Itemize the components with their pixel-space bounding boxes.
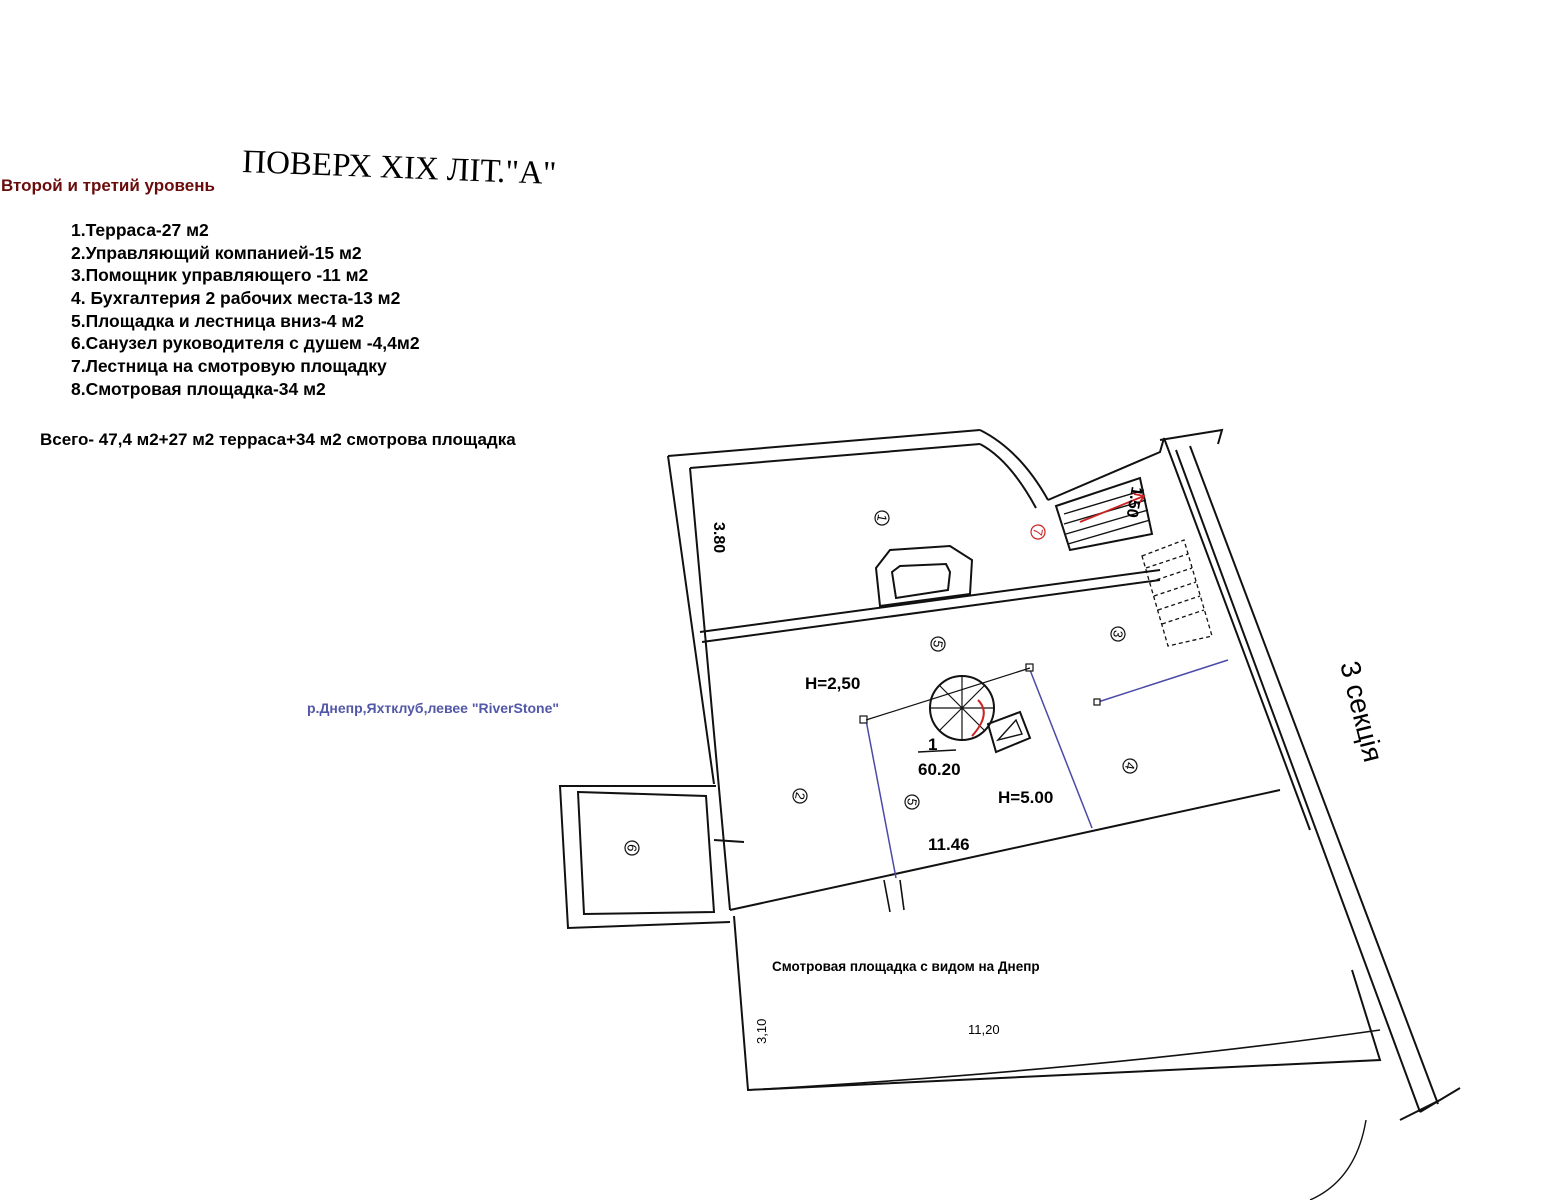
height-high-label: H=5.00: [998, 788, 1053, 807]
room-length-label: 11.46: [928, 835, 970, 854]
dim-line-left: [865, 719, 897, 879]
plan-curved-wall: [979, 429, 1049, 509]
legend-item: 6.Санузел руководителя с душем -4,4м2: [71, 333, 420, 354]
height-low-label: H=2,50: [805, 674, 860, 693]
plan-terrace-railing: [699, 569, 1161, 643]
page-subtitle: Второй и третий уровень: [1, 176, 215, 195]
room-marker-5b: 5: [904, 797, 920, 807]
plan-observation-platform: [733, 915, 1382, 1092]
stair-mark-label: 60.20: [918, 760, 961, 779]
room-marker-2: 2: [792, 791, 808, 801]
terrace-depth-label: 3.80: [710, 522, 727, 553]
observation-label: Смотровая площадка с видом на Днепр: [772, 959, 1040, 974]
stair-arrow: [1079, 493, 1146, 523]
location-note: р.Днепр,Яхтклуб,левее "RiverStone": [307, 700, 560, 716]
room-marker-5a: 5: [930, 639, 946, 649]
plan-wall-left: [667, 455, 731, 911]
spiral-stair: [917, 675, 1032, 754]
legend-item: 2.Управляющий компанией-15 м2: [71, 242, 362, 263]
plan-wall-interior: [558, 785, 1281, 930]
room-marker-1: 1: [874, 513, 890, 523]
plan-stair-upper: [1054, 476, 1154, 552]
legend-item: 5.Площадка и лестница вниз-4 м2: [71, 310, 365, 331]
total-area: Всего- 47,4 м2+27 м2 терраса+34 м2 смотр…: [40, 430, 516, 449]
section-label: 3 секція: [1334, 658, 1389, 765]
room-marker-6: 6: [624, 843, 640, 853]
plan-wall-top-left: [667, 429, 981, 469]
room-marker-3: 3: [1110, 629, 1126, 639]
platform-length-label: 11,20: [968, 1022, 1000, 1037]
plan-stair-hatched: [1141, 539, 1213, 647]
stair-width-label: 1.50: [1123, 485, 1145, 519]
dim-line-right: [1029, 669, 1093, 829]
room-marker-4: 4: [1122, 761, 1138, 771]
stair-number-label: 1: [928, 735, 937, 754]
plan-wall-right: [1159, 428, 1439, 1113]
legend-item: 3.Помощник управляющего -11 м2: [71, 265, 369, 286]
legend-item: 4. Бухгалтерия 2 рабочих места-13 м2: [71, 288, 401, 309]
legend-item: 8.Смотровая площадка-34 м2: [71, 378, 326, 399]
plan-wall-top-right: [1047, 437, 1165, 501]
room-markers: 1 2 3 4 5 5 6 7: [624, 510, 1138, 856]
dim-line-room4: [1097, 659, 1229, 703]
platform-depth-label: 3,10: [754, 1019, 769, 1044]
legend-item: 1.Терраса-27 м2: [71, 220, 209, 240]
room-marker-7: 7: [1030, 527, 1046, 537]
plan-ornament: [874, 544, 974, 608]
rooms-legend: 1.Терраса-27 м2 2.Управляющий компанией-…: [71, 219, 420, 401]
legend-item: 7.Лестница на смотровую площадку: [71, 356, 387, 377]
